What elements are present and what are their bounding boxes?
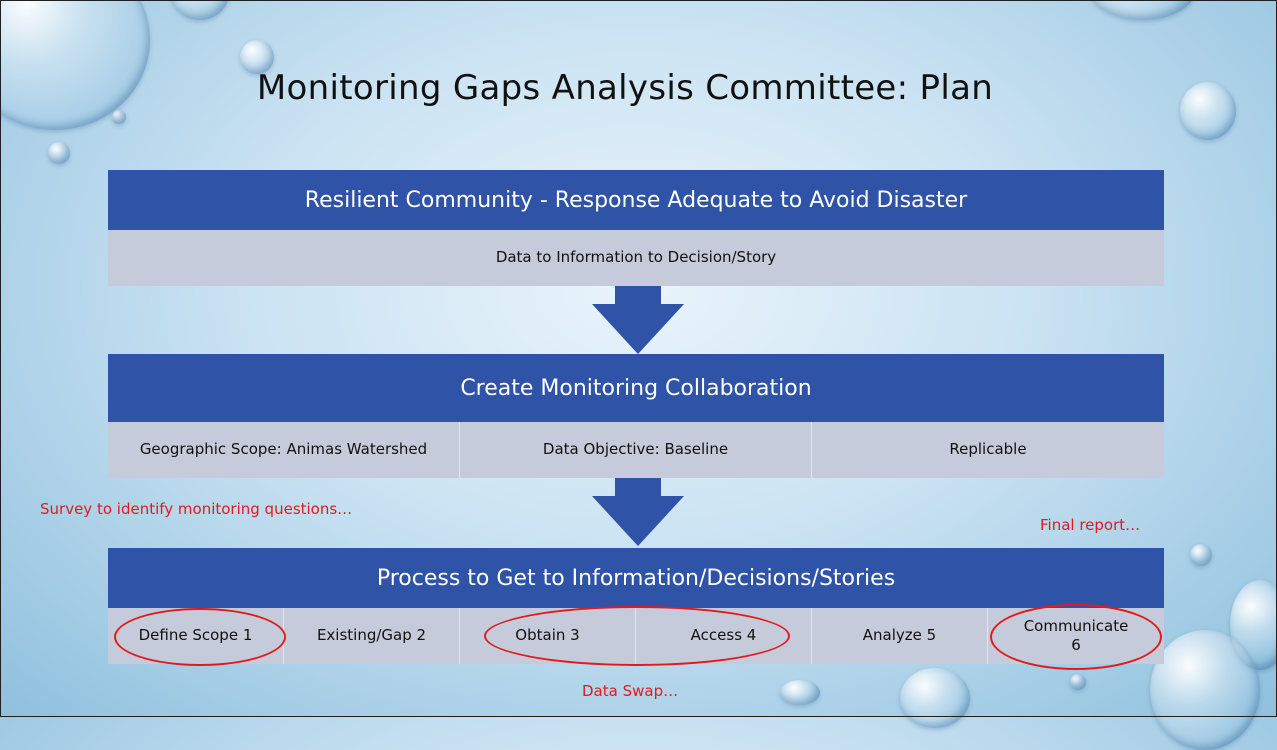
water-droplet <box>1070 674 1086 690</box>
highlight-oval-obtain-access <box>484 606 790 666</box>
level2-cell-geographic: Geographic Scope: Animas Watershed <box>108 422 460 478</box>
level2-cell-objective: Data Objective: Baseline <box>460 422 812 478</box>
final-report-note: Final report… <box>1040 516 1141 534</box>
water-droplet <box>240 40 274 74</box>
step-analyze: Analyze 5 <box>812 608 988 664</box>
survey-note: Survey to identify monitoring questions… <box>40 500 353 518</box>
data-swap-note: Data Swap… <box>582 682 679 700</box>
water-droplet <box>900 668 970 728</box>
level2-subrow: Geographic Scope: Animas Watershed Data … <box>108 422 1164 478</box>
level3-heading: Process to Get to Information/Decisions/… <box>108 548 1164 608</box>
highlight-oval-define <box>114 608 286 666</box>
water-droplet <box>48 142 70 164</box>
level2-cell-replicable: Replicable <box>949 440 1027 459</box>
water-droplet <box>112 110 126 124</box>
level1-heading: Resilient Community - Response Adequate … <box>108 170 1164 230</box>
water-droplet <box>0 0 150 130</box>
highlight-oval-communicate <box>990 604 1162 670</box>
water-droplet <box>1180 82 1236 140</box>
step-existing-gap: Existing/Gap 2 <box>284 608 460 664</box>
level2-heading: Create Monitoring Collaboration <box>108 354 1164 422</box>
down-arrow-icon <box>592 478 684 546</box>
water-droplet <box>1088 0 1198 20</box>
water-droplet <box>780 680 820 705</box>
water-droplet <box>1150 630 1260 750</box>
slide-title: Monitoring Gaps Analysis Committee: Plan <box>256 68 994 108</box>
level1-subrow: Data to Information to Decision/Story <box>108 230 1164 286</box>
water-droplet <box>170 0 230 20</box>
down-arrow-icon <box>592 286 684 354</box>
level1-sub-cell: Data to Information to Decision/Story <box>495 248 777 267</box>
water-droplet <box>1190 544 1212 566</box>
